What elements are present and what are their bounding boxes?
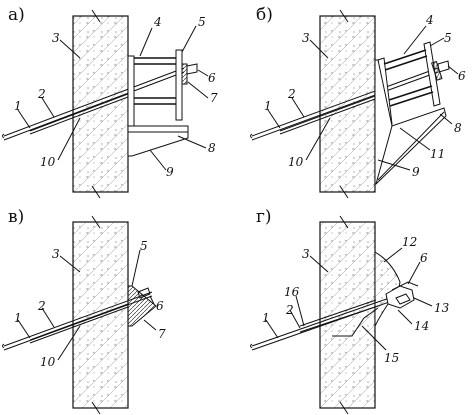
callout-b-4: 4 bbox=[425, 13, 434, 27]
wall-b bbox=[319, 9, 376, 199]
callout-v-3: 3 bbox=[52, 247, 60, 261]
callout-v-2: 2 bbox=[37, 299, 46, 313]
callout-g-12: 12 bbox=[402, 235, 417, 249]
tendon-v bbox=[2, 291, 153, 351]
bracket-a bbox=[127, 125, 189, 157]
panel-b: б) 1 bbox=[250, 5, 466, 199]
callout-a-8: 8 bbox=[208, 141, 216, 155]
callout-a-4: 4 bbox=[153, 15, 162, 29]
callout-a-1: 1 bbox=[14, 99, 22, 113]
tendon-g bbox=[250, 295, 396, 351]
callout-b-6: 6 bbox=[458, 69, 466, 83]
callout-b-11: 11 bbox=[430, 147, 445, 161]
callout-g-2: 2 bbox=[285, 303, 294, 317]
bracket-b bbox=[374, 59, 447, 185]
callouts-a: 1 2 3 4 5 6 7 8 9 10 bbox=[14, 15, 218, 179]
callout-b-3: 3 bbox=[302, 31, 310, 45]
callout-v-6: 6 bbox=[156, 299, 164, 313]
callout-a-2: 2 bbox=[37, 87, 46, 101]
callout-b-5: 5 bbox=[444, 31, 452, 45]
callout-b-2: 2 bbox=[287, 87, 296, 101]
tendon-b bbox=[250, 67, 439, 141]
callout-v-7: 7 bbox=[158, 327, 166, 341]
callout-g-15: 15 bbox=[384, 351, 399, 365]
callout-g-13: 13 bbox=[434, 301, 450, 315]
callout-b-8: 8 bbox=[454, 121, 462, 135]
callout-v-5: 5 bbox=[140, 239, 148, 253]
callout-g-1: 1 bbox=[262, 311, 270, 325]
callouts-b: 1 2 3 4 5 6 8 9 10 11 bbox=[264, 13, 466, 179]
callout-g-6: 6 bbox=[420, 251, 428, 265]
panel-g: г) 1 2 3 6 bbox=[250, 207, 450, 415]
anchor-head-g bbox=[385, 281, 419, 309]
tendon-a bbox=[2, 67, 185, 141]
callout-a-5: 5 bbox=[198, 15, 206, 29]
callout-b-10: 10 bbox=[288, 155, 304, 169]
anchor-plate-v bbox=[127, 285, 157, 327]
panel-label-a: а) bbox=[8, 5, 25, 25]
callout-g-16: 16 bbox=[284, 285, 300, 299]
callout-g-3: 3 bbox=[302, 247, 310, 261]
callouts-v: 1 2 3 5 6 7 10 bbox=[14, 239, 166, 369]
panel-label-v: в) bbox=[8, 207, 24, 227]
panel-v: в) 1 2 3 5 6 7 bbox=[2, 207, 166, 415]
panel-a: а) bbox=[2, 5, 218, 199]
callouts-g: 1 2 3 6 12 13 14 15 16 bbox=[262, 235, 450, 365]
callout-v-1: 1 bbox=[14, 311, 22, 325]
callout-a-6: 6 bbox=[208, 71, 216, 85]
callout-b-9: 9 bbox=[412, 165, 420, 179]
panel-label-g: г) bbox=[256, 207, 272, 227]
callout-a-9: 9 bbox=[166, 165, 174, 179]
callout-g-14: 14 bbox=[414, 319, 429, 333]
support-frame-a bbox=[127, 49, 198, 127]
panel-label-b: б) bbox=[256, 5, 273, 25]
wall-g bbox=[319, 215, 376, 415]
callout-v-10: 10 bbox=[40, 355, 56, 369]
callout-a-7: 7 bbox=[210, 91, 218, 105]
callout-a-3: 3 bbox=[52, 31, 60, 45]
callout-a-10: 10 bbox=[40, 155, 56, 169]
callout-b-1: 1 bbox=[264, 99, 272, 113]
